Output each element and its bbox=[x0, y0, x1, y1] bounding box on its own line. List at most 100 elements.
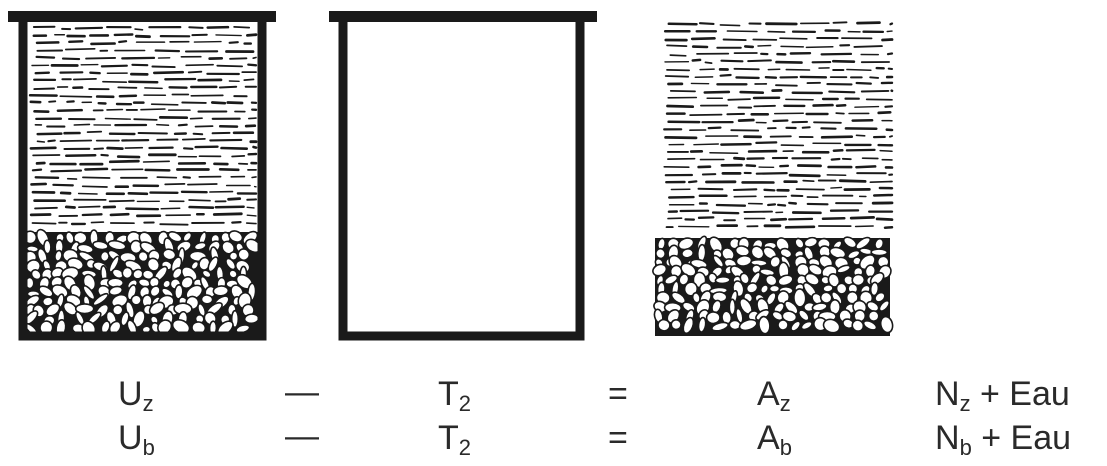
container-1-outline bbox=[18, 18, 267, 341]
gravel-pebble bbox=[682, 316, 695, 335]
water-dash bbox=[85, 56, 117, 60]
water-dash bbox=[745, 164, 757, 168]
water-dash bbox=[767, 203, 777, 207]
gravel-pebble bbox=[879, 315, 894, 334]
water-dash bbox=[90, 221, 105, 224]
water-dash bbox=[31, 168, 43, 172]
water-dash bbox=[780, 45, 805, 48]
water-dash bbox=[784, 225, 816, 229]
gravel-pebble bbox=[225, 257, 237, 271]
gravel-pebble bbox=[811, 302, 828, 312]
water-dash bbox=[855, 134, 866, 137]
water-dash bbox=[245, 222, 257, 225]
gravel-pebble bbox=[822, 318, 841, 334]
water-dash bbox=[215, 34, 242, 37]
water-dash bbox=[35, 41, 60, 45]
eq1-term-n: Nz + Eau bbox=[935, 375, 1070, 416]
water-dash bbox=[73, 78, 97, 81]
gravel-pebble bbox=[697, 316, 707, 333]
eq1-term-t: T2 bbox=[438, 375, 472, 416]
water-dash bbox=[860, 89, 890, 93]
water-dash bbox=[218, 167, 240, 172]
gravel-pebble bbox=[51, 284, 69, 299]
water-dash bbox=[775, 60, 803, 64]
gravel-pebble bbox=[678, 273, 690, 286]
gravel-pebble bbox=[869, 281, 880, 297]
water-dash bbox=[47, 139, 56, 143]
water-dash bbox=[231, 220, 242, 224]
water-dash bbox=[56, 108, 83, 112]
water-dash bbox=[214, 205, 245, 209]
water-dash bbox=[160, 207, 181, 210]
water-dash bbox=[134, 28, 144, 31]
gravel-pebble bbox=[130, 294, 142, 306]
water-dash bbox=[189, 117, 203, 120]
water-dash bbox=[719, 24, 741, 27]
gravel-pebble bbox=[828, 246, 847, 259]
eq1-term-u: Uz bbox=[118, 375, 154, 416]
gravel-pebble bbox=[657, 318, 671, 332]
water-dash bbox=[813, 121, 842, 124]
water-dash bbox=[666, 44, 688, 47]
gravel-pebble bbox=[794, 237, 805, 249]
gravel-pebble bbox=[74, 303, 95, 315]
water-dash bbox=[181, 138, 206, 141]
water-dash bbox=[669, 54, 687, 57]
water-dash bbox=[185, 63, 214, 67]
water-dash bbox=[772, 119, 789, 123]
containers-figure bbox=[8, 11, 894, 341]
water-dash bbox=[869, 180, 893, 184]
gravel-pebble bbox=[712, 254, 725, 268]
water-dash bbox=[854, 225, 874, 228]
water-dash bbox=[733, 67, 760, 71]
water-dash bbox=[849, 216, 875, 220]
water-dash bbox=[194, 125, 214, 128]
water-dash bbox=[36, 132, 63, 136]
water-dash bbox=[247, 63, 258, 67]
water-dash bbox=[229, 57, 248, 60]
water-dash bbox=[248, 117, 257, 120]
water-dash bbox=[134, 34, 151, 39]
container-1-water-hatching bbox=[28, 25, 258, 226]
water-dash bbox=[108, 159, 140, 164]
water-dash bbox=[747, 59, 772, 63]
water-dash bbox=[226, 101, 244, 105]
water-dash bbox=[210, 101, 227, 105]
water-dash bbox=[34, 176, 60, 179]
gravel-pebble bbox=[738, 318, 758, 332]
water-dash bbox=[820, 52, 853, 56]
water-dash bbox=[137, 132, 168, 135]
eq2-minus: — bbox=[285, 417, 319, 455]
water-dash bbox=[879, 149, 893, 153]
gravel-pebble bbox=[768, 284, 781, 293]
gravel-pebble bbox=[99, 250, 110, 263]
water-dash bbox=[722, 38, 747, 42]
water-dash bbox=[855, 165, 877, 169]
water-dash bbox=[125, 207, 160, 211]
water-dash bbox=[830, 157, 841, 161]
water-dash bbox=[735, 76, 760, 80]
water-dash bbox=[821, 216, 846, 221]
gravel-pebble bbox=[781, 310, 798, 323]
container-3-water-hatching bbox=[663, 21, 894, 229]
water-dash bbox=[838, 179, 867, 183]
gravel-pebble bbox=[759, 267, 776, 277]
water-dash bbox=[664, 75, 690, 78]
water-dash bbox=[74, 26, 104, 30]
eq2-equals: = bbox=[608, 419, 628, 457]
gravel-pebble bbox=[855, 236, 872, 250]
water-dash bbox=[156, 123, 170, 127]
water-dash bbox=[61, 57, 81, 61]
water-dash bbox=[187, 70, 203, 74]
gravel-pebble bbox=[739, 272, 750, 285]
water-dash bbox=[709, 151, 739, 154]
water-dash bbox=[788, 217, 814, 221]
water-dash bbox=[881, 38, 894, 42]
gravel-pebble bbox=[800, 320, 813, 331]
water-dash bbox=[889, 135, 893, 138]
water-dash bbox=[243, 78, 255, 81]
water-dash bbox=[118, 94, 138, 98]
water-dash bbox=[164, 183, 186, 186]
gravel-pebble bbox=[728, 298, 737, 316]
water-dash bbox=[719, 73, 732, 77]
